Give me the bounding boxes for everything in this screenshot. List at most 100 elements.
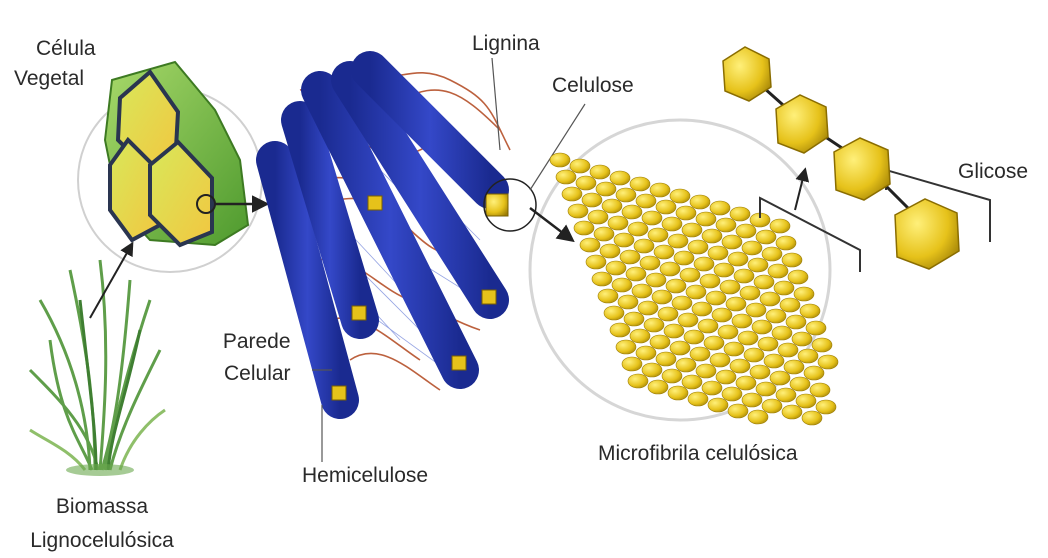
cellulose-fibril xyxy=(574,221,594,235)
cellulose-fibril xyxy=(684,330,704,344)
cellulose-fibril xyxy=(748,258,768,272)
cellulose-fibril xyxy=(736,376,756,390)
cellulose-fibril xyxy=(570,159,590,173)
cellulose-fibril xyxy=(816,400,836,414)
cellulose-fibril xyxy=(776,236,796,250)
cellulose-fibril xyxy=(722,235,742,249)
cellulose-fibril xyxy=(626,267,646,281)
label-parede-celular: Parede Celular xyxy=(214,326,291,390)
cellulose-fibril xyxy=(770,371,790,385)
label-celula-vegetal: Célula Vegetal xyxy=(36,34,96,94)
lignina-pointer xyxy=(492,58,500,150)
cellulose-fibril xyxy=(670,341,690,355)
cellulose-fibril xyxy=(616,188,636,202)
cellulose-fibril xyxy=(786,315,806,329)
cellulose-fibril xyxy=(610,171,630,185)
cellulose-fibril xyxy=(774,281,794,295)
cellulose-fibril xyxy=(606,261,626,275)
label-biomassa-line1: Biomassa xyxy=(14,490,190,524)
cellulose-fibril xyxy=(642,363,662,377)
cellulose-fibril xyxy=(634,239,654,253)
cellulose-fibril xyxy=(734,269,754,283)
cellulose-fibril xyxy=(598,289,618,303)
cellulose-fibril xyxy=(668,386,688,400)
cellulose-fibril xyxy=(784,360,804,374)
cellulose-fibril xyxy=(742,241,762,255)
cellulose-fibril xyxy=(628,222,648,236)
cellulose-fibril xyxy=(686,285,706,299)
cellulose-fibril xyxy=(776,388,796,402)
cellulose-fibril xyxy=(702,229,722,243)
cellulose-fibril xyxy=(644,318,664,332)
cellulose-fibril xyxy=(630,177,650,191)
cellulose-fibril xyxy=(794,287,814,301)
cellulose-fibril xyxy=(636,346,656,360)
cellulose-fibril xyxy=(688,392,708,406)
cellulose-fibril xyxy=(674,251,694,265)
cellulose-fibril xyxy=(798,349,818,363)
glucose-unit xyxy=(776,95,828,153)
cellulose-fibril xyxy=(718,325,738,339)
cellulose-fibril xyxy=(650,335,670,349)
cellulose-fibril xyxy=(638,301,658,315)
cellulose-fibril xyxy=(622,205,642,219)
cellulose-fibril xyxy=(688,240,708,254)
cellulose-fibril xyxy=(652,290,672,304)
cellulose-fibril xyxy=(818,355,838,369)
cellulose-fibril xyxy=(772,326,792,340)
cellulose-fibril xyxy=(614,233,634,247)
cellulose-fibril xyxy=(608,216,628,230)
cellulose-fibril xyxy=(762,247,782,261)
cellulose-fibril xyxy=(792,332,812,346)
cellulose-fibril xyxy=(646,273,666,287)
label-microfibrila: Microfibrila celulósica xyxy=(598,440,798,468)
cellulose-fibril xyxy=(750,365,770,379)
cellulose-fibril xyxy=(744,348,764,362)
label-celula-line2: Vegetal xyxy=(14,64,96,94)
cellulose-fibril xyxy=(730,359,750,373)
cellulose-fibril xyxy=(576,176,596,190)
label-parede-line1: Parede xyxy=(214,326,291,358)
cellulose-fibril xyxy=(658,307,678,321)
cellulose-fibril xyxy=(648,228,668,242)
glucose-unit xyxy=(834,138,890,200)
cellulose-fibril xyxy=(664,324,684,338)
cellulose-fibril xyxy=(696,212,716,226)
cellulose-fibril xyxy=(694,257,714,271)
cellulose-fibril xyxy=(654,245,674,259)
glucose-unit xyxy=(895,199,959,269)
cellulose-fibril xyxy=(738,331,758,345)
cellulose-fibril xyxy=(710,353,730,367)
cellulose-fibril xyxy=(580,238,600,252)
label-celulose: Celulose xyxy=(552,72,634,100)
cellulose-fibril xyxy=(780,298,800,312)
cellulose-fibril xyxy=(666,279,686,293)
cellulose-fibril xyxy=(782,253,802,267)
cellulose-fibril xyxy=(650,183,670,197)
cellulose-fibril xyxy=(630,329,650,343)
cellulose-fibril xyxy=(760,292,780,306)
cellulose-fibril xyxy=(716,218,736,232)
label-biomassa: Biomassa Lignocelulósica xyxy=(14,490,190,558)
cellulose-fibril xyxy=(804,366,824,380)
cellulose-fibril xyxy=(702,381,722,395)
cellulose-fibril xyxy=(662,217,682,231)
cellulose-fibril xyxy=(756,230,776,244)
cellulose-fibril xyxy=(708,246,728,260)
label-parede-line2: Celular xyxy=(224,358,291,390)
cellulose-fibril xyxy=(680,268,700,282)
cellulose-fibril xyxy=(690,347,710,361)
cellulose-fibril xyxy=(740,286,760,300)
cellulose-fibril xyxy=(672,296,692,310)
cellulose-fibril xyxy=(800,304,820,318)
cellulose-fibril xyxy=(610,323,630,337)
cellulose-fibril xyxy=(732,314,752,328)
cellulose-fibril xyxy=(766,309,786,323)
cellulose-fibril xyxy=(648,380,668,394)
cellulose-fibril xyxy=(778,343,798,357)
cellulose-fibril xyxy=(806,321,826,335)
cellulose-fibril xyxy=(690,195,710,209)
cellulose-fibril xyxy=(682,223,702,237)
label-glicose: Glicose xyxy=(958,158,1028,186)
